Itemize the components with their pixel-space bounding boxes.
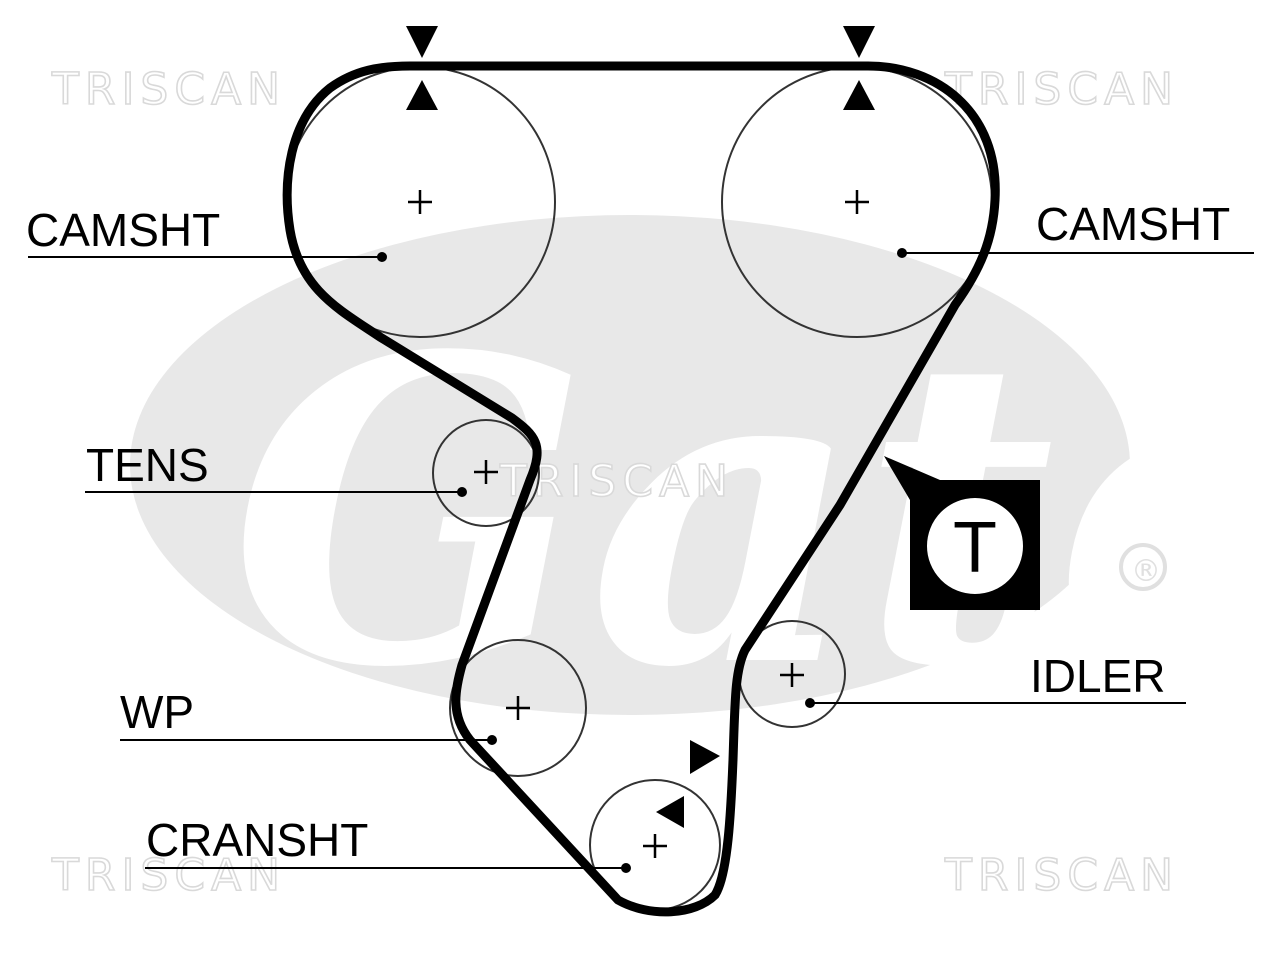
camshaft-right-label: CAMSHT	[1036, 198, 1230, 250]
leader-dot	[487, 735, 497, 745]
triscan-stamp: TRISCAN	[51, 850, 286, 901]
water-pump-pulley	[449, 639, 587, 777]
timing-mark-arrow	[690, 740, 720, 774]
triscan-watermarks: TRISCAN TRISCAN TRISCAN TRISCAN TRISCAN	[50, 63, 1179, 902]
tension-badge-letter: T	[953, 508, 997, 588]
tension-badge: T	[884, 456, 1040, 610]
center-cross	[643, 834, 667, 858]
timing-mark-arrow	[656, 796, 684, 828]
center-cross	[506, 696, 530, 720]
timing-mark-arrow	[406, 80, 438, 110]
center-cross	[845, 190, 869, 214]
camshaft-left-label: CAMSHT	[26, 204, 220, 256]
registered-mark-ring	[1119, 543, 1167, 591]
center-cross	[408, 190, 432, 214]
tension-badge-circle	[923, 494, 1027, 598]
tensioner-pulley	[432, 419, 540, 527]
leader-dot	[457, 487, 467, 497]
triscan-stamp: TRISCAN	[944, 850, 1179, 901]
crankshaft-label: CRANSHT	[146, 814, 368, 866]
leader-dot	[377, 252, 387, 262]
leader-dot	[897, 248, 907, 258]
timing-mark-arrow	[843, 80, 875, 110]
tensioner-label: TENS	[86, 439, 209, 491]
timing-mark-arrow	[843, 26, 875, 58]
leader-dot	[805, 698, 815, 708]
timing-belt	[282, 61, 1000, 917]
center-cross	[474, 460, 498, 484]
idler-label: IDLER	[1030, 650, 1165, 702]
triscan-stamp: TRISCAN	[51, 64, 286, 115]
timing-mark-arrow	[406, 26, 438, 58]
center-cross	[780, 663, 804, 687]
pulley-centers	[408, 190, 869, 858]
registered-mark: ®	[1131, 554, 1161, 589]
water-pump-label: WP	[120, 686, 194, 738]
timing-marks	[406, 26, 875, 828]
leader-dot	[621, 863, 631, 873]
triscan-stamp: TRISCAN	[944, 64, 1179, 115]
